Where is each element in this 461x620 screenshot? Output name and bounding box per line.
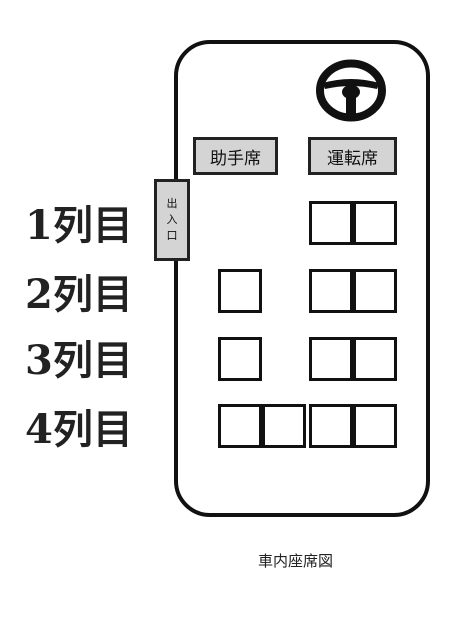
seat-row4-4 — [353, 404, 397, 448]
seat-row1-right-1 — [309, 201, 353, 245]
row-label-2: 2列目 — [25, 271, 133, 318]
row-label-3: 3列目 — [25, 337, 133, 384]
row-label-4: 4列目 — [25, 406, 133, 453]
seat-row4-2 — [262, 404, 306, 448]
seat-row2-right-1 — [309, 269, 353, 313]
door-char: 口 — [166, 229, 178, 242]
seat-row4-1 — [218, 404, 262, 448]
door-char: 入 — [166, 213, 178, 226]
seat-row2-left-1 — [218, 269, 262, 313]
seat-row1-right-2 — [353, 201, 397, 245]
seat-row4-3 — [309, 404, 353, 448]
entrance-door: 出 入 口 — [154, 179, 190, 261]
passenger-seat-label: 助手席 — [193, 137, 278, 175]
seat-row2-right-2 — [353, 269, 397, 313]
passenger-seat-text: 助手席 — [210, 148, 261, 169]
seat-row3-right-2 — [353, 337, 397, 381]
row-label-1: 1列目 — [25, 202, 133, 249]
driver-seat-text: 運転席 — [327, 148, 378, 169]
seat-row3-left-1 — [218, 337, 262, 381]
diagram-caption: 車内座席図 — [257, 552, 333, 570]
seat-row3-right-1 — [309, 337, 353, 381]
driver-seat-label: 運転席 — [308, 137, 397, 175]
door-char: 出 — [166, 197, 178, 210]
steering-wheel-icon — [315, 59, 387, 122]
